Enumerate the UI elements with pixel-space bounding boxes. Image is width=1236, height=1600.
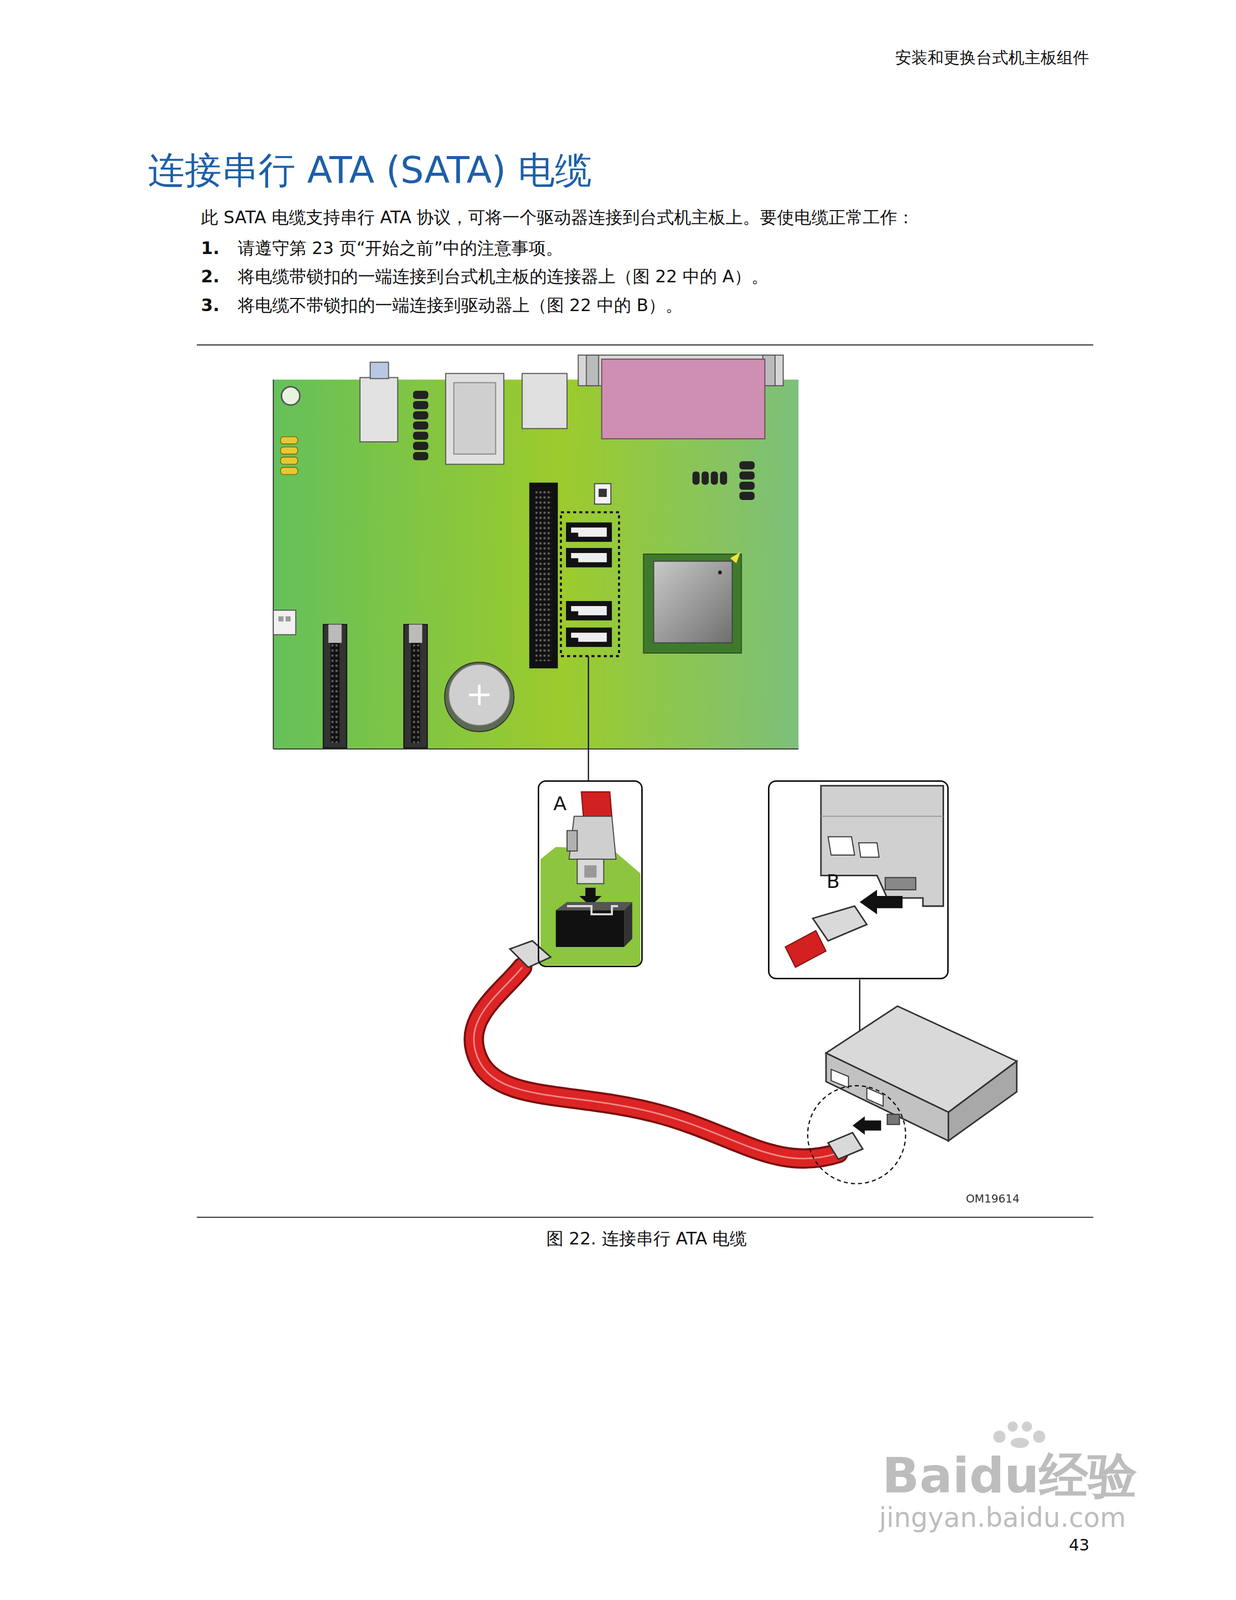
step-text: 请遵守第 23 页“开始之前”中的注意事项。: [237, 237, 563, 259]
figure-caption: 图 22. 连接串行 ATA 电缆: [546, 1227, 747, 1249]
inset-letter: A: [553, 793, 567, 813]
watermark: Baidu经验: [882, 1446, 1138, 1505]
watermark-url: jingyan.baidu.com: [879, 1501, 1126, 1534]
step-number: 2.: [200, 266, 220, 287]
inset-box: B: [767, 780, 949, 980]
intro-text: 此 SATA 电缆支持串行 ATA 协议，可将一个驱动器连接到台式机主板上。要使…: [200, 207, 915, 228]
page-number: 43: [1068, 1534, 1090, 1555]
inset-box: A: [537, 780, 643, 967]
step-text: 将电缆不带锁扣的一端连接到驱动器上（图 22 中的 B）。: [237, 294, 683, 316]
step-text: 将电缆带锁扣的一端连接到台式机主板的连接器上（图 22 中的 A）。: [237, 266, 769, 287]
figure-id: OM19614: [965, 1192, 1020, 1206]
running-header: 安装和更换台式机主板组件: [895, 47, 1090, 68]
inset-letter: B: [826, 871, 840, 891]
step-number: 3.: [200, 294, 220, 316]
step-number: 1.: [200, 237, 220, 259]
section-title: 连接串行 ATA (SATA) 电缆: [147, 147, 592, 193]
